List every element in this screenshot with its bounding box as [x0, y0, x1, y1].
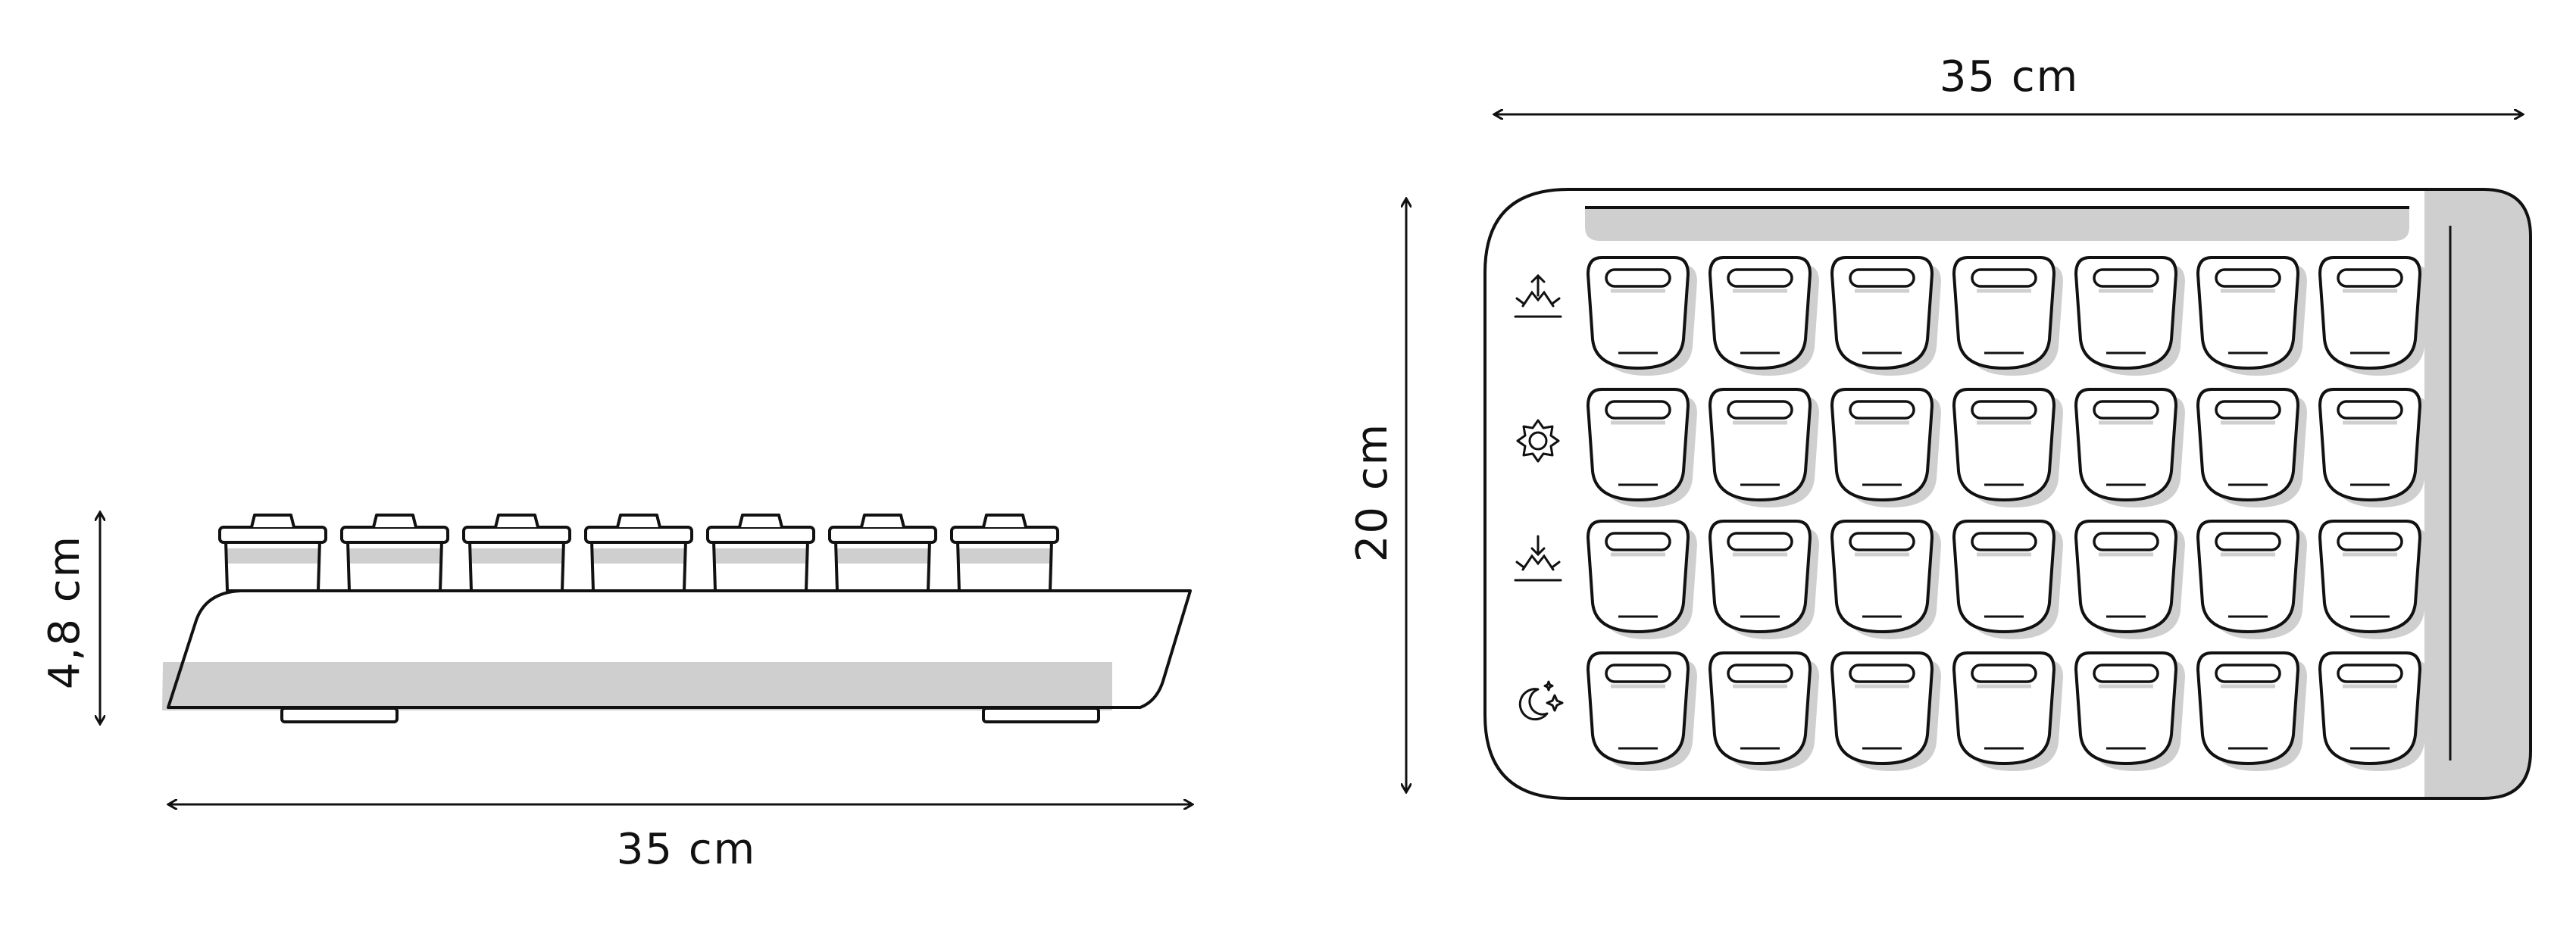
side-view-cups: [218, 514, 1059, 592]
side-cup: [950, 514, 1059, 592]
compartment[interactable]: [2196, 651, 2307, 771]
compartment[interactable]: [2074, 520, 2185, 639]
row-icons: [1514, 273, 1564, 721]
tray: [1483, 188, 2532, 800]
side-cup: [828, 514, 937, 592]
compartment[interactable]: [1952, 256, 2063, 376]
compartment[interactable]: [1708, 651, 1819, 771]
compartment[interactable]: [1830, 388, 1941, 507]
compartment[interactable]: [1830, 651, 1941, 771]
side-height-dimension: 4,8 cm: [40, 512, 100, 724]
compartment[interactable]: [2196, 520, 2307, 639]
side-cup: [340, 514, 449, 592]
compartment[interactable]: [2318, 520, 2429, 639]
compartment[interactable]: [1708, 520, 1819, 639]
top-view: 35 cm 20 cm: [1348, 52, 2532, 800]
compartment[interactable]: [1587, 651, 1697, 771]
compartment[interactable]: [2196, 388, 2307, 507]
compartment[interactable]: [1830, 256, 1941, 376]
side-width-dimension: 35 cm: [168, 804, 1193, 874]
compartment[interactable]: [1952, 651, 2063, 771]
side-cup: [706, 514, 815, 592]
compartment[interactable]: [2318, 651, 2429, 771]
compartment[interactable]: [2074, 256, 2185, 376]
compartment[interactable]: [1708, 256, 1819, 376]
side-cup: [218, 514, 327, 592]
side-cup: [462, 514, 571, 592]
moon-stars-icon: [1518, 680, 1564, 721]
top-width-dimension: 35 cm: [1494, 52, 2523, 114]
top-width-label: 35 cm: [1940, 52, 2079, 101]
side-width-label: 35 cm: [617, 825, 756, 874]
compartment[interactable]: [1830, 520, 1941, 639]
top-height-dimension: 20 cm: [1348, 198, 1406, 792]
compartment[interactable]: [2318, 388, 2429, 507]
compartment[interactable]: [1952, 388, 2063, 507]
sun-icon: [1516, 419, 1560, 463]
compartment[interactable]: [1587, 520, 1697, 639]
sunrise-icon: [1514, 273, 1562, 318]
sunset-icon: [1514, 535, 1562, 582]
side-cup: [584, 514, 693, 592]
compartment[interactable]: [2318, 256, 2429, 376]
compartment[interactable]: [2196, 256, 2307, 376]
compartment[interactable]: [2074, 388, 2185, 507]
compartment-grid: [1587, 256, 2429, 771]
compartment[interactable]: [1587, 256, 1697, 376]
compartment[interactable]: [1708, 388, 1819, 507]
side-view-base: [162, 589, 1192, 723]
side-view: 4,8 cm 35 cm: [40, 512, 1193, 874]
side-height-label: 4,8 cm: [40, 535, 89, 689]
compartment[interactable]: [1952, 520, 2063, 639]
compartment[interactable]: [2074, 651, 2185, 771]
top-height-label: 20 cm: [1348, 423, 1397, 562]
compartment[interactable]: [1587, 388, 1697, 507]
